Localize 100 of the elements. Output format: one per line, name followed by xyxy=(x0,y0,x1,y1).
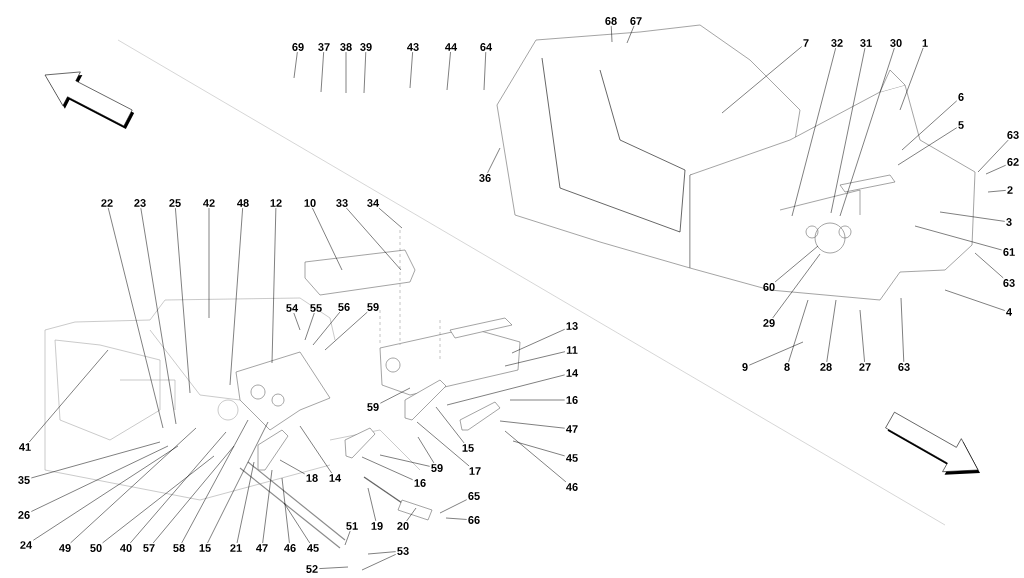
callout-number: 20 xyxy=(397,522,409,530)
callout-number: 12 xyxy=(270,199,282,207)
callout-number: 50 xyxy=(90,544,102,552)
leader-line xyxy=(208,207,210,319)
callout-number: 63 xyxy=(898,363,910,371)
callout-number: 24 xyxy=(20,541,33,549)
leader-line xyxy=(29,349,109,443)
leader-line xyxy=(499,420,565,429)
leader-line xyxy=(772,253,821,319)
callout-number: 38 xyxy=(340,43,352,51)
callout-number: 40 xyxy=(120,544,132,552)
callout-number: 19 xyxy=(371,522,383,530)
leader-line xyxy=(974,252,1004,279)
leader-line xyxy=(346,207,402,271)
leader-line xyxy=(611,25,613,43)
leader-line xyxy=(379,454,430,467)
leader-line xyxy=(977,139,1009,173)
callout-number: 63 xyxy=(1007,131,1019,139)
leader-line xyxy=(512,440,565,457)
callout-number: 44 xyxy=(445,43,458,51)
leader-line xyxy=(279,459,305,475)
callout-number: 56 xyxy=(338,303,350,311)
leader-line xyxy=(446,374,565,406)
callout-number: 45 xyxy=(566,454,578,462)
callout-number: 64 xyxy=(480,43,493,51)
leader-line xyxy=(344,530,351,546)
leader-line xyxy=(293,51,298,79)
callout-number: 14 xyxy=(329,474,342,482)
leader-line xyxy=(830,47,866,214)
callout-number: 68 xyxy=(605,17,617,25)
callout-number: 33 xyxy=(336,199,348,207)
leader-line xyxy=(33,445,179,541)
callout-number: 46 xyxy=(284,544,296,552)
callout-number: 62 xyxy=(1007,158,1019,166)
leader-line xyxy=(299,425,332,474)
callout-number: 55 xyxy=(310,304,322,312)
leader-line xyxy=(236,461,255,544)
leader-line xyxy=(380,387,411,404)
leader-line xyxy=(207,421,269,544)
leader-line xyxy=(102,455,215,544)
callout-number: 2 xyxy=(1007,186,1013,194)
callout-number: 27 xyxy=(859,363,871,371)
leader-line xyxy=(511,329,565,354)
leader-line xyxy=(897,127,957,166)
callout-number: 31 xyxy=(860,39,872,47)
callout-number: 51 xyxy=(346,522,358,530)
leader-line xyxy=(130,431,227,544)
leader-line xyxy=(312,207,343,271)
leader-line xyxy=(320,51,324,93)
leader-line xyxy=(283,502,310,544)
callout-number: 39 xyxy=(360,43,372,51)
leader-line xyxy=(899,47,924,111)
leader-line xyxy=(939,211,1005,222)
callout-number: 66 xyxy=(468,516,480,524)
leader-line xyxy=(944,289,1005,311)
leader-line xyxy=(140,207,177,425)
leader-line xyxy=(175,207,191,394)
leader-line xyxy=(229,207,243,386)
callout-number: 35 xyxy=(18,476,30,484)
callout-number: 48 xyxy=(237,199,249,207)
leader-line xyxy=(504,430,567,483)
callout-number: 49 xyxy=(59,544,71,552)
leader-line xyxy=(626,25,635,44)
callout-number: 22 xyxy=(101,199,113,207)
leader-line xyxy=(445,517,467,520)
callout-number: 63 xyxy=(1003,279,1015,287)
callout-number: 47 xyxy=(256,544,268,552)
callout-number: 54 xyxy=(286,304,299,312)
callout-number: 69 xyxy=(292,43,304,51)
leader-line xyxy=(361,554,396,571)
leader-line xyxy=(788,299,809,363)
callout-number: 52 xyxy=(306,565,318,573)
leader-line xyxy=(152,445,235,544)
callout-number: 11 xyxy=(566,346,578,354)
callout-number: 16 xyxy=(566,396,578,404)
leader-line xyxy=(487,147,501,174)
callout-number: 15 xyxy=(199,544,211,552)
leader-line xyxy=(416,421,470,467)
callout-number: 6 xyxy=(958,93,964,101)
leader-line xyxy=(987,190,1006,193)
leader-line xyxy=(271,207,277,364)
callout-number: 30 xyxy=(890,39,902,47)
leader-line xyxy=(378,207,403,229)
callout-number: 15 xyxy=(462,444,474,452)
leader-line xyxy=(31,445,169,512)
callout-number: 9 xyxy=(742,363,748,371)
leader-line xyxy=(439,499,467,514)
leader-line xyxy=(749,341,804,366)
leader-line xyxy=(900,297,905,363)
leader-line xyxy=(324,311,368,351)
leader-line xyxy=(435,406,465,444)
callout-number: 45 xyxy=(307,544,319,552)
leader-line xyxy=(293,312,301,331)
callout-number: 1 xyxy=(922,39,928,47)
callout-number: 34 xyxy=(367,199,380,207)
callout-number: 47 xyxy=(566,425,578,433)
callout-number: 36 xyxy=(479,174,491,182)
callout-number: 57 xyxy=(143,544,155,552)
leader-line xyxy=(319,566,349,569)
leader-line xyxy=(181,419,249,544)
